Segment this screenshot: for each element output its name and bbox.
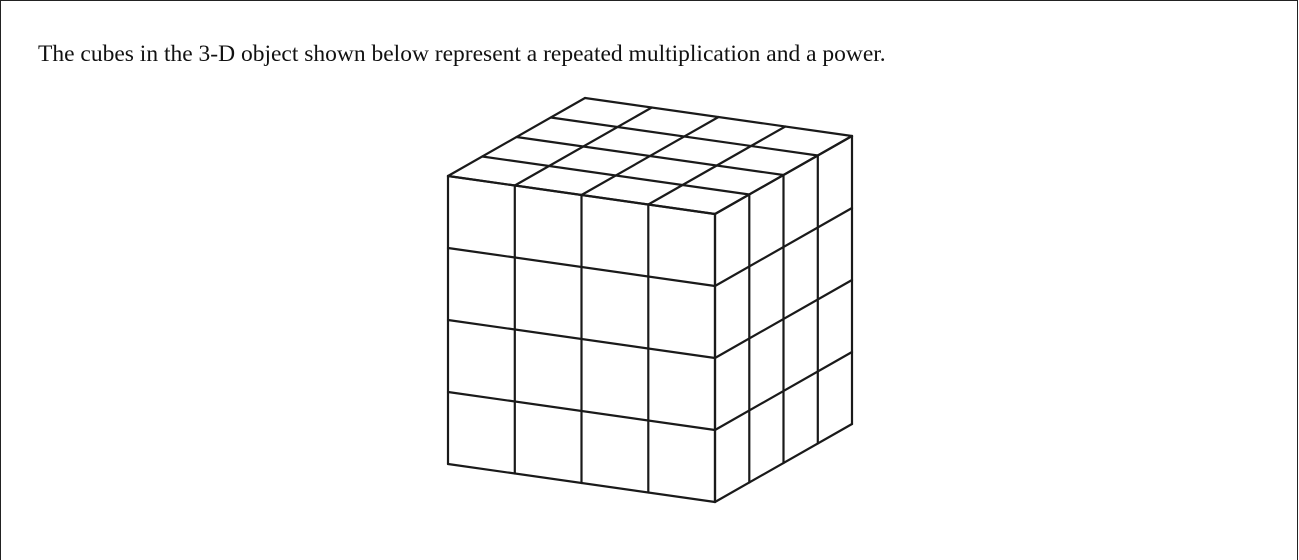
right-face-depth-line-25 (713, 278, 854, 360)
cube-grid-lines (446, 96, 854, 504)
right-face-depth-line-27 (713, 350, 854, 432)
top-face-width-line-15 (515, 135, 785, 177)
front-face-horizontal-line-6 (446, 390, 717, 432)
cube-diagram (446, 96, 854, 504)
question-text: The cubes in the 3-D object shown below … (38, 41, 886, 67)
top-face-depth-line-16 (647, 125, 787, 206)
right-face-depth-line-29 (713, 422, 854, 504)
front-face-horizontal-line-8 (446, 462, 717, 504)
top-face-width-line-19 (583, 96, 854, 138)
top-face-width-line-17 (549, 116, 819, 157)
